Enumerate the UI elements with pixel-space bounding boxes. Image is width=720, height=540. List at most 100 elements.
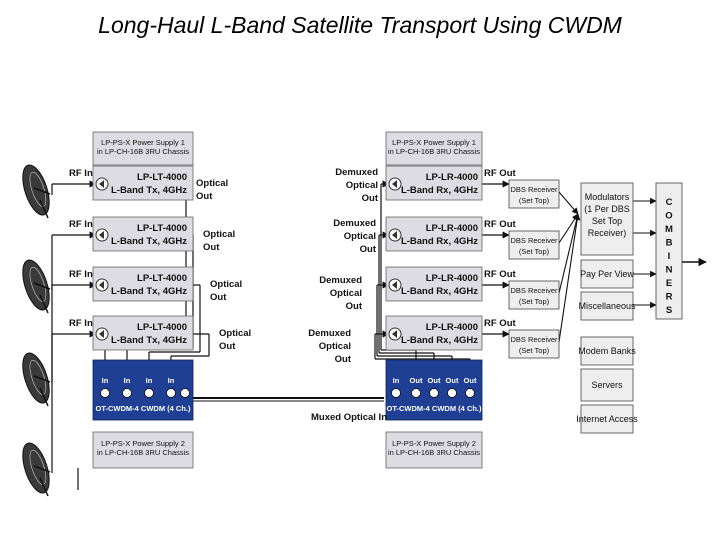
satellite-dish-icon: [22, 259, 51, 314]
demuxed-optical-out-label: Optical: [346, 180, 378, 191]
rx-card-desc: L-Band Rx, 4GHz: [401, 335, 478, 346]
demuxed-optical-out-label: Out: [362, 193, 379, 204]
tx-power-supply-1: [92, 131, 194, 166]
modulators-label: Receiver): [588, 228, 627, 238]
rx-card-model: LP-LR-4000: [426, 273, 478, 284]
rf-connector-arrow: [99, 330, 104, 338]
demuxed-optical-out-label: Demuxed: [333, 218, 376, 229]
miscellaneous-box: [580, 291, 634, 321]
combiners-letter: M: [665, 224, 673, 235]
dish-arm: [33, 282, 51, 290]
rx-power-supply-2: [385, 431, 483, 469]
modem-banks-label: Modem Banks: [578, 346, 636, 356]
dish-mount: [39, 387, 49, 407]
dbs-receiver-box: [508, 179, 560, 209]
dbs-receiver-box: [508, 329, 560, 359]
internet-access-label: Internet Access: [576, 414, 638, 424]
rx-cwdm-port-label: Out: [410, 376, 423, 385]
dbs-receiver-label: (Set Top): [519, 346, 550, 355]
tx-cwdm-label: OT-CWDM-4 CWDM (4 Ch.): [96, 404, 191, 413]
tx-card-model: LP-LT-4000: [137, 322, 187, 333]
rf-connector-arrow: [99, 281, 104, 289]
rx-card-model: LP-LR-4000: [426, 223, 478, 234]
servers-label: Servers: [591, 380, 623, 390]
dbs-receiver-box: [508, 230, 560, 260]
modulators-label: Set Top: [592, 216, 622, 226]
rf-connector-arrow: [392, 330, 397, 338]
rx-card-3: [385, 266, 483, 302]
cwdm-port-icon: [166, 388, 176, 398]
tx-power-supply-2: [92, 431, 194, 469]
combiners-letter: C: [666, 197, 673, 208]
dbs-receiver-label: DBS Receiver: [510, 185, 558, 194]
combiners-letter: O: [665, 211, 672, 222]
demuxed-optical-out-label: Out: [346, 301, 363, 312]
tx-cwdm-port-label: In: [146, 376, 153, 385]
rx-card-desc: L-Band Rx, 4GHz: [401, 286, 478, 297]
tx-card-model: LP-LT-4000: [137, 172, 187, 183]
tx-power-supply-2-label: LP-PS-X Power Supply 2: [101, 439, 185, 448]
rx-card-desc: L-Band Rx, 4GHz: [401, 236, 478, 247]
tx-card-desc: L-Band Tx, 4GHz: [111, 185, 187, 196]
tx-card-1: [92, 165, 194, 201]
combiners-letter: B: [666, 238, 673, 249]
rx-card-4: [385, 315, 483, 351]
tx-cwdm-port-label: In: [168, 376, 175, 385]
dish-arm: [33, 375, 51, 383]
dish-reflector: [22, 259, 50, 311]
diagram-labels: LP-PS-X Power Supply 1in LP-CH-16B 3RU C…: [69, 138, 673, 457]
dbs-receiver-label: DBS Receiver: [510, 335, 558, 344]
demuxed-optical-out-label: Demuxed: [308, 328, 351, 339]
rf-in-label: RF In: [69, 168, 93, 179]
tx-card-2: [92, 216, 194, 252]
rx-card-1: [385, 165, 483, 201]
dish-reflector: [22, 352, 50, 404]
combiners-letter: R: [666, 292, 673, 303]
demuxed-optical-out-label: Demuxed: [335, 167, 378, 178]
tx-card-model: LP-LT-4000: [137, 223, 187, 234]
tx-cwdm-module: [92, 359, 194, 421]
page-title: Long-Haul L-Band Satellite Transport Usi…: [98, 12, 622, 38]
dbs-receiver-label: (Set Top): [519, 196, 550, 205]
dish-mount: [39, 477, 49, 497]
miscellaneous-label: Miscellaneous: [578, 301, 636, 311]
optical-out-label: Optical: [196, 178, 228, 189]
rf-out-label: RF Out: [484, 269, 516, 280]
rx-cwdm-port-label: Out: [428, 376, 441, 385]
dbs-to-modulator-line: [558, 213, 580, 294]
rf-in-label: RF In: [69, 269, 93, 280]
cwdm-port-icon: [447, 388, 457, 398]
tx-card-desc: L-Band Tx, 4GHz: [111, 236, 187, 247]
demuxed-optical-out-label: Demuxed: [319, 275, 362, 286]
rx-card-model: LP-LR-4000: [426, 172, 478, 183]
satellite-dish-icon: [22, 164, 51, 219]
rx-cwdm-label: OT-CWDM-4 CWDM (4 Ch.): [387, 404, 482, 413]
tx-cwdm-port-label: In: [124, 376, 131, 385]
tx-card-3: [92, 266, 194, 302]
rf-connector-arrow: [392, 231, 397, 239]
demuxed-optical-out-label: Optical: [319, 341, 351, 352]
demuxed-optical-out-label: Out: [335, 354, 352, 365]
dish-arm: [33, 465, 51, 473]
dbs-to-modulator-line: [558, 213, 579, 244]
cwdm-port-icon: [411, 388, 421, 398]
combiners-letter: N: [666, 265, 673, 276]
rx-power-supply-1-label: in LP-CH-16B 3RU Chassis: [388, 147, 480, 156]
demuxed-optical-out-label: Out: [360, 244, 377, 255]
internet-access-box: [580, 404, 634, 434]
demuxed-optical-out-label: Optical: [344, 231, 376, 242]
pay-per-view-box: [580, 259, 634, 289]
tx-cwdm-port-label: In: [102, 376, 109, 385]
tx-card-4: [92, 315, 194, 351]
dbs-receiver-label: (Set Top): [519, 247, 550, 256]
rx-card-model: LP-LR-4000: [426, 322, 478, 333]
combiners-box: [655, 182, 683, 320]
rx-power-supply-1: [385, 131, 483, 166]
dish-mount: [39, 199, 49, 219]
tx-card-desc: L-Band Tx, 4GHz: [111, 286, 187, 297]
dbs-receiver-label: DBS Receiver: [510, 286, 558, 295]
rf-in-label: RF In: [69, 219, 93, 230]
dish-mount: [39, 294, 49, 314]
diagram-shapes: [22, 131, 683, 497]
